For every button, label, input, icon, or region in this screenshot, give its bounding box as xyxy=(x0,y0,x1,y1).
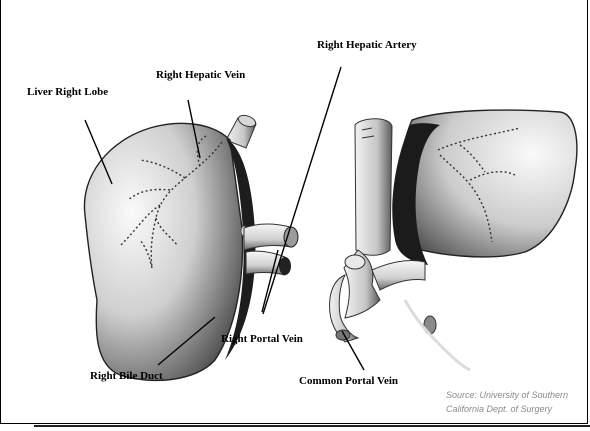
label-right-hepatic-vein: Right Hepatic Vein xyxy=(156,69,245,81)
label-common-portal-vein: Common Portal Vein xyxy=(299,375,398,387)
right-lobe-body xyxy=(84,123,242,380)
label-right-bile-duct: Right Bile Duct xyxy=(90,370,163,382)
label-liver-right-lobe: Liver Right Lobe xyxy=(27,86,108,98)
label-right-portal-vein: Right Portal Vein xyxy=(221,333,303,345)
source-line-1: Source: University of Southern xyxy=(446,390,568,400)
right-liver-lobe xyxy=(330,110,577,370)
portal-branch-b xyxy=(372,260,425,290)
label-right-hepatic-artery: Right Hepatic Artery xyxy=(317,39,417,51)
vena-cava xyxy=(355,119,392,256)
pointer-right-hepatic-artery xyxy=(263,67,341,314)
source-line-2: California Dept. of Surgery xyxy=(446,404,552,414)
